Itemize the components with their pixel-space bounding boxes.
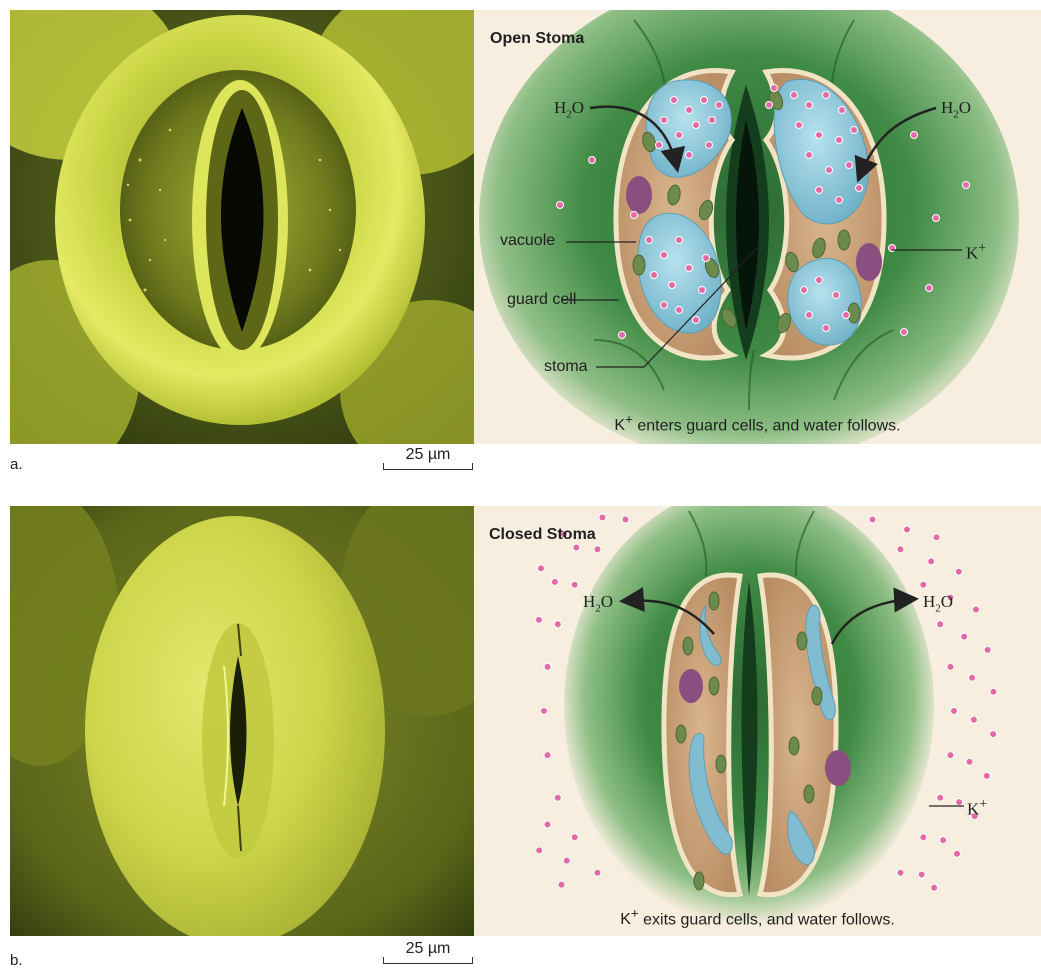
- scale-bar-b: 25 µm: [383, 940, 473, 966]
- scale-bar-label: 25 µm: [383, 446, 473, 464]
- scale-bar-line: [383, 957, 473, 964]
- potassium-ion: [928, 558, 935, 565]
- potassium-label: K+: [966, 240, 986, 264]
- potassium-ion: [571, 581, 578, 588]
- potassium-ion: [931, 884, 938, 891]
- potassium-ion: [966, 758, 973, 765]
- potassium-ion: [535, 616, 542, 623]
- potassium-ion: [940, 837, 947, 844]
- potassium-ion: [933, 534, 940, 541]
- open-stoma-caption: K+ enters guard cells, and water follows…: [474, 412, 1041, 435]
- potassium-ion: [897, 546, 904, 553]
- potassium-ion: [573, 544, 580, 551]
- scale-bar-label: 25 µm: [383, 940, 473, 958]
- potassium-ion: [544, 752, 551, 759]
- potassium-ion: [622, 516, 629, 523]
- potassium-ion: [990, 731, 997, 738]
- open-stoma-diagram: Open Stoma H2O H2O vacuole guard cell st…: [474, 10, 1041, 444]
- open-stoma-title: Open Stoma: [490, 30, 584, 48]
- closed-stoma-title: Closed Stoma: [489, 526, 596, 544]
- potassium-ion: [594, 546, 601, 553]
- potassium-ion: [937, 621, 944, 628]
- potassium-ion: [594, 869, 601, 876]
- potassium-ion: [544, 663, 551, 670]
- potassium-ion: [951, 708, 958, 715]
- potassium-ion: [947, 663, 954, 670]
- panel-b: b. 25 µm: [0, 496, 1041, 971]
- potassium-ion: [918, 871, 925, 878]
- potassium-ion: [554, 621, 561, 628]
- potassium-ion: [897, 869, 904, 876]
- potassium-ion: [961, 633, 968, 640]
- potassium-ion: [969, 674, 976, 681]
- potassium-ion: [955, 568, 962, 575]
- scale-bar-line: [383, 463, 473, 470]
- potassium-ion: [554, 794, 561, 801]
- scale-bar-a: 25 µm: [383, 446, 473, 472]
- potassium-ion: [954, 850, 961, 857]
- potassium-ion: [990, 688, 997, 695]
- potassium-ion: [904, 526, 911, 533]
- panel-a: a. 25 µm: [0, 0, 1041, 480]
- potassium-ion: [541, 708, 548, 715]
- stoma-label: stoma: [544, 358, 588, 376]
- closed-stoma-diagram: Closed Stoma H2O H2O K+ K+ exits guard c…: [474, 506, 1041, 936]
- potassium-ion: [973, 606, 980, 613]
- sem-micrograph-open-stoma: [10, 10, 474, 444]
- potassium-ion: [536, 847, 543, 854]
- sem-micrograph-closed-stoma: [10, 506, 474, 936]
- potassium-ion: [920, 581, 927, 588]
- potassium-ion: [571, 834, 578, 841]
- closed-stoma-caption: K+ exits guard cells, and water follows.: [474, 906, 1041, 929]
- h2o-label-left: H2O: [554, 98, 584, 120]
- potassium-label: K+: [967, 796, 987, 820]
- potassium-ion: [956, 799, 963, 806]
- guard-cell-label: guard cell: [507, 291, 576, 309]
- potassium-ion: [544, 821, 551, 828]
- potassium-ion: [947, 752, 954, 759]
- potassium-ion: [869, 516, 876, 523]
- panel-letter-a: a.: [10, 456, 23, 473]
- potassium-ion: [984, 646, 991, 653]
- potassium-ion: [563, 857, 570, 864]
- potassium-ion: [983, 772, 990, 779]
- potassium-ion: [599, 514, 606, 521]
- h2o-label-right: H2O: [941, 98, 971, 120]
- potassium-ion: [937, 794, 944, 801]
- potassium-ion: [970, 716, 977, 723]
- potassium-ion: [538, 565, 545, 572]
- vacuole-label: vacuole: [500, 232, 555, 250]
- potassium-ion: [551, 578, 558, 585]
- potassium-ion: [558, 881, 565, 888]
- panel-letter-b: b.: [10, 952, 23, 969]
- h2o-label-left: H2O: [583, 592, 613, 614]
- potassium-ion: [920, 834, 927, 841]
- h2o-label-right: H2O: [923, 592, 953, 614]
